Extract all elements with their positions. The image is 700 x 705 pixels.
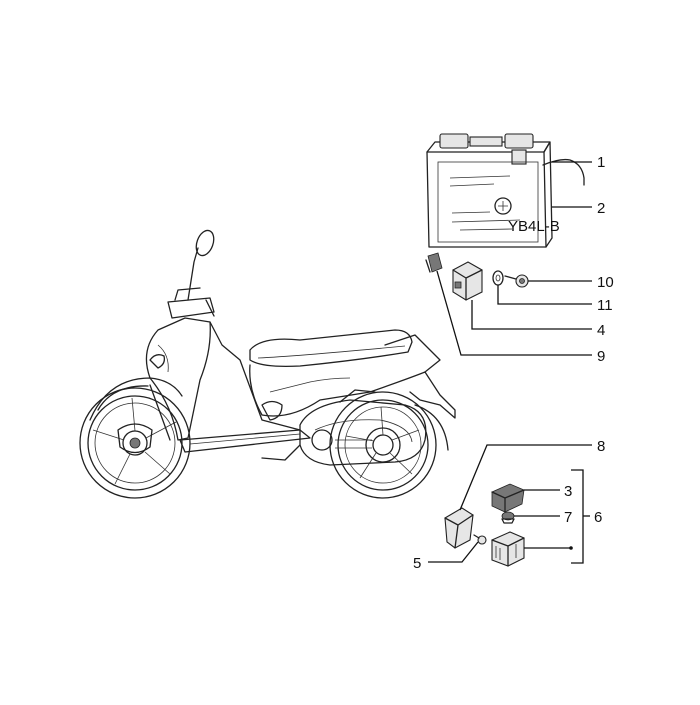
callout-6: 6 <box>594 509 602 526</box>
vent-tube <box>542 158 585 186</box>
callout-numbers: 1 2 10 11 4 9 8 3 7 6 5 <box>413 154 614 572</box>
callout-3: 3 <box>564 483 572 500</box>
floorboard <box>179 429 311 453</box>
scooter-illustration <box>79 229 456 499</box>
part-4-relay <box>452 261 483 301</box>
part-5-screw <box>473 534 487 545</box>
part-7-contact <box>501 511 515 524</box>
leader-lines <box>428 161 592 564</box>
callout-4: 4 <box>597 322 605 339</box>
front-wheel <box>79 387 191 499</box>
front-body <box>145 317 211 441</box>
battery-label: YB4L-B <box>508 218 560 235</box>
seat <box>249 329 413 368</box>
callout-9: 9 <box>597 348 605 365</box>
part-9-clip <box>425 252 443 273</box>
callout-10: 10 <box>597 274 614 291</box>
battery: YB4L-B <box>426 133 585 248</box>
handlebar <box>167 297 215 319</box>
callout-1: 1 <box>597 154 605 171</box>
part-10-bolt <box>504 274 529 288</box>
callout-11: 11 <box>597 297 613 314</box>
engine <box>299 399 427 466</box>
part-3-cap <box>491 483 525 513</box>
callout-8: 8 <box>597 438 605 455</box>
callout-7: 7 <box>564 509 572 526</box>
callout-2: 2 <box>597 200 605 217</box>
mirror <box>195 229 215 257</box>
part-11-washer <box>492 270 504 286</box>
rear-wheel <box>329 391 437 499</box>
callout-5: 5 <box>413 555 421 572</box>
part-8-regulator <box>444 507 474 549</box>
part-6-connector <box>491 531 525 567</box>
